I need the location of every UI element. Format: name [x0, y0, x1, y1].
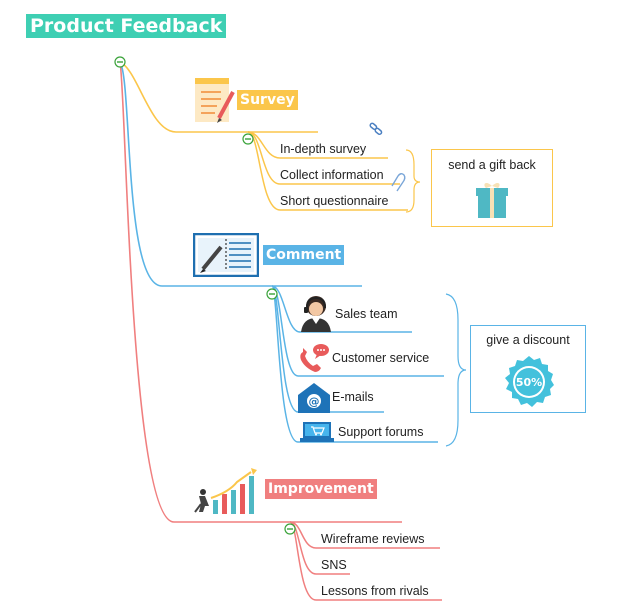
survey-note-text: send a gift back [448, 158, 536, 172]
survey-item-in-depth[interactable]: In-depth survey [280, 142, 367, 156]
discount-badge-icon: 50% [505, 356, 554, 407]
comment-item-emails[interactable]: E-mails [332, 390, 374, 404]
connector-survey-2 [247, 131, 400, 185]
branch-survey-label[interactable]: Survey [237, 90, 298, 110]
comment-note-text: give a discount [486, 333, 570, 347]
comment-item-support-forums[interactable]: Support forums [338, 425, 424, 439]
discount-badge-text: 50% [516, 376, 542, 389]
connector-improvement-2 [289, 521, 350, 575]
comment-collapse-icon [266, 288, 278, 300]
survey-clipboard-icon [195, 78, 235, 123]
phone-chat-icon [300, 344, 329, 372]
connector-improvement-1 [289, 521, 440, 549]
paperclip-icon [391, 173, 406, 192]
improvement-item-sns[interactable]: SNS [321, 558, 347, 572]
comment-item-customer-service[interactable]: Customer service [332, 351, 430, 365]
improvement-collapse-icon [284, 523, 296, 535]
root-collapse-icon [114, 56, 126, 68]
comment-notebook-icon [193, 233, 259, 277]
improvement-item-wireframe-reviews[interactable]: Wireframe reviews [321, 532, 425, 546]
gift-box-icon [476, 182, 508, 218]
connector-comment-1 [271, 285, 412, 333]
laptop-cart-icon [300, 422, 334, 442]
email-house-icon: @ [298, 383, 330, 413]
comment-item-sales-team[interactable]: Sales team [335, 307, 398, 321]
survey-item-short-questionnaire[interactable]: Short questionnaire [280, 194, 389, 208]
sales-person-icon [301, 296, 331, 332]
connector-root-survey [119, 61, 318, 133]
svg-text:@: @ [309, 395, 320, 408]
survey-item-collect-information[interactable]: Collect information [280, 168, 384, 182]
growth-chart-icon [194, 468, 257, 514]
branch-comment-label[interactable]: Comment [263, 245, 345, 265]
improvement-item-lessons-from-rivals[interactable]: Lessons from rivals [321, 584, 429, 598]
branch-improvement-label[interactable]: Improvement [265, 479, 377, 499]
page-title: Product Feedback [26, 14, 227, 38]
connector-root-comment [119, 61, 362, 287]
survey-brace [405, 149, 421, 213]
connector-root-improvement [119, 61, 402, 523]
link-icon [369, 122, 383, 136]
comment-note-box[interactable]: give a discount 50% [470, 325, 586, 413]
collapse-toggles [114, 56, 296, 535]
survey-collapse-icon [242, 133, 254, 145]
comment-brace [445, 293, 467, 447]
survey-note-box[interactable]: send a gift back [431, 149, 553, 227]
